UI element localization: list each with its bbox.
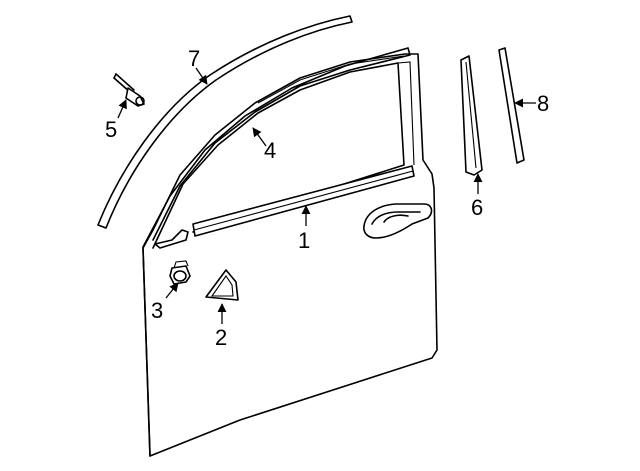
callout-1: 1 <box>298 228 310 253</box>
corner-cover-part-2 <box>205 269 239 301</box>
belt-moulding-part-1 <box>192 165 415 237</box>
roof-moulding-part-7 <box>97 15 353 229</box>
callout-4: 4 <box>264 138 276 163</box>
callout-labels: 1 2 3 4 5 6 7 8 <box>105 46 549 350</box>
door-handle <box>363 203 433 239</box>
callout-2: 2 <box>215 325 227 350</box>
pillar-tape-part-8 <box>498 47 525 164</box>
push-pin-part-5 <box>113 73 145 107</box>
callout-8: 8 <box>537 91 549 116</box>
pillar-garnish-part-6 <box>460 55 483 176</box>
mirror-corner-bracket <box>154 229 189 249</box>
callout-6: 6 <box>471 195 483 220</box>
front-door-shell <box>142 53 438 457</box>
callout-7: 7 <box>188 46 200 71</box>
leader-7 <box>195 67 208 85</box>
leader-lines <box>117 67 536 324</box>
window-frame-moulding-part-4 <box>142 47 411 248</box>
leader-4 <box>252 127 267 147</box>
leader-5 <box>117 99 127 119</box>
clip-part-3 <box>169 260 191 285</box>
callout-5: 5 <box>105 117 117 142</box>
callout-3: 3 <box>151 298 163 323</box>
leader-3 <box>165 282 179 299</box>
